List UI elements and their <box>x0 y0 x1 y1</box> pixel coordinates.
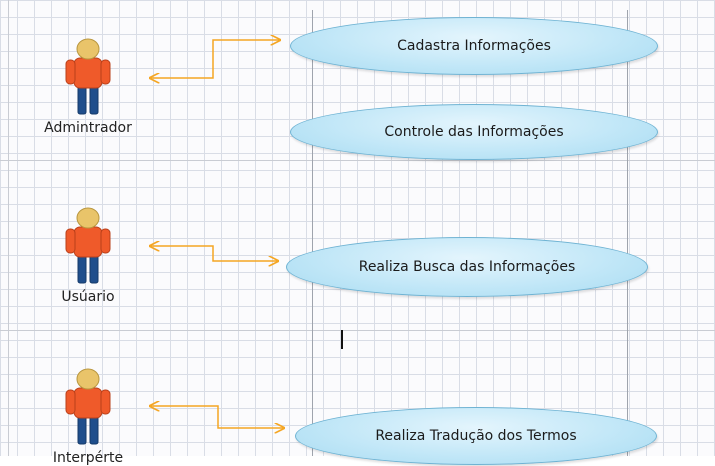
text-cursor <box>341 330 343 349</box>
usecase-cadastra-informacoes[interactable]: Cadastra Informações <box>290 17 658 75</box>
frame-left-border <box>8 0 9 456</box>
actor-administrador[interactable]: Admintrador <box>28 38 148 136</box>
lane-divider-2 <box>0 330 715 331</box>
usecase-traducao-termos[interactable]: Realiza Tradução dos Termos <box>295 407 657 465</box>
connector-usuario-busca <box>150 246 278 261</box>
system-boundary-right <box>627 10 628 456</box>
usecase-label: Realiza Busca das Informações <box>358 259 576 275</box>
actor-usuario[interactable]: Usúario <box>28 207 148 305</box>
actor-label: Usúario <box>61 289 115 305</box>
actor-figure-icon <box>65 368 111 445</box>
connectors <box>0 0 715 456</box>
usecase-controle-informacoes[interactable]: Controle das Informações <box>290 104 658 160</box>
connector-interprete-traducao <box>150 406 284 428</box>
actor-figure-icon <box>65 207 111 284</box>
actor-label: Admintrador <box>44 120 132 136</box>
actor-interprete[interactable]: Interpérte <box>28 368 148 466</box>
usecase-busca-informacoes[interactable]: Realiza Busca das Informações <box>286 237 648 297</box>
usecase-label: Cadastra Informações <box>397 38 551 54</box>
usecase-label: Controle das Informações <box>384 124 564 140</box>
connector-admin-cadastra <box>150 40 280 78</box>
actor-label: Interpérte <box>52 450 124 466</box>
usecase-label: Realiza Tradução dos Termos <box>375 428 577 444</box>
lane-divider-1 <box>0 160 715 161</box>
system-boundary-left <box>312 10 313 456</box>
actor-figure-icon <box>65 38 111 115</box>
